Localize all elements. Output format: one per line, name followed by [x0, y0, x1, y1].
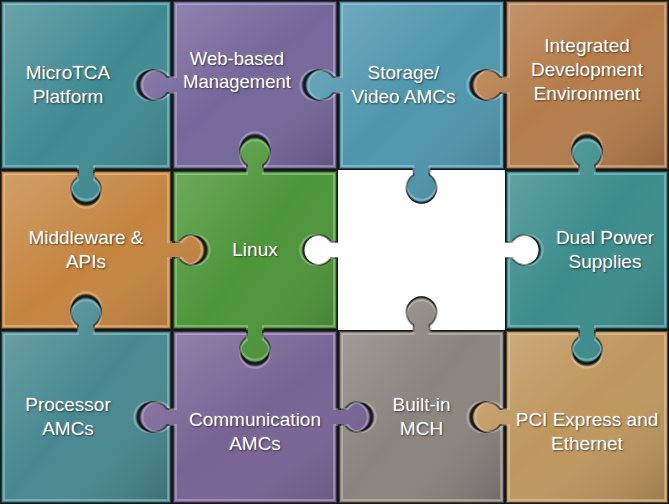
piece-bevel — [4, 300, 168, 500]
piece-fill — [506, 137, 668, 362]
piece-label: MicroTCA Platform — [10, 61, 126, 109]
piece-fill — [472, 1, 668, 169]
piece-label: Dual Power Supplies — [551, 226, 659, 274]
text-area: Linux — [218, 180, 292, 320]
piece-label: PCI Express and Ethernet — [515, 408, 659, 456]
puzzle-piece: Communication AMCs — [172, 330, 338, 504]
text-area: Storage/ Video AMCs — [348, 10, 459, 160]
text-area: MicroTCA Platform — [10, 10, 126, 160]
piece-bevel — [475, 334, 665, 500]
piece-fill — [1, 297, 171, 503]
piece-label: Web-based Management — [182, 47, 292, 93]
piece-bevel — [475, 4, 665, 166]
piece-fill — [139, 331, 370, 503]
piece-fill — [173, 137, 337, 362]
text-area: PCI Express and Ethernet — [515, 370, 659, 494]
text-area: Processor AMCs — [10, 340, 126, 494]
piece-bevel — [176, 140, 334, 359]
text-area: Middleware & APIs — [10, 210, 162, 290]
piece-label: Built-in MCH — [384, 393, 459, 441]
piece-label: Integrated Development Environment — [515, 34, 659, 105]
piece-label: Middleware & APIs — [10, 226, 162, 274]
piece-label: Storage/ Video AMCs — [348, 61, 459, 109]
puzzle-piece: Linux — [172, 170, 338, 330]
piece-label: Communication AMCs — [182, 408, 328, 456]
piece-label: Processor AMCs — [10, 393, 126, 441]
piece-bevel — [342, 300, 501, 500]
piece-shape — [465, 290, 669, 504]
text-area: Built-in MCH — [384, 340, 459, 494]
piece-fill — [339, 297, 504, 503]
piece-label: Linux — [232, 238, 277, 262]
puzzle-piece: PCI Express and Ethernet — [505, 330, 669, 504]
puzzle-piece: Dual Power Supplies — [505, 170, 669, 330]
text-area: Dual Power Supplies — [551, 180, 659, 320]
piece-bevel — [509, 140, 665, 359]
text-area: Web-based Management — [182, 10, 292, 130]
text-area: Integrated Development Environment — [515, 10, 659, 130]
piece-bevel — [142, 334, 367, 500]
text-area: Communication AMCs — [182, 370, 328, 494]
piece-fill — [472, 331, 668, 503]
